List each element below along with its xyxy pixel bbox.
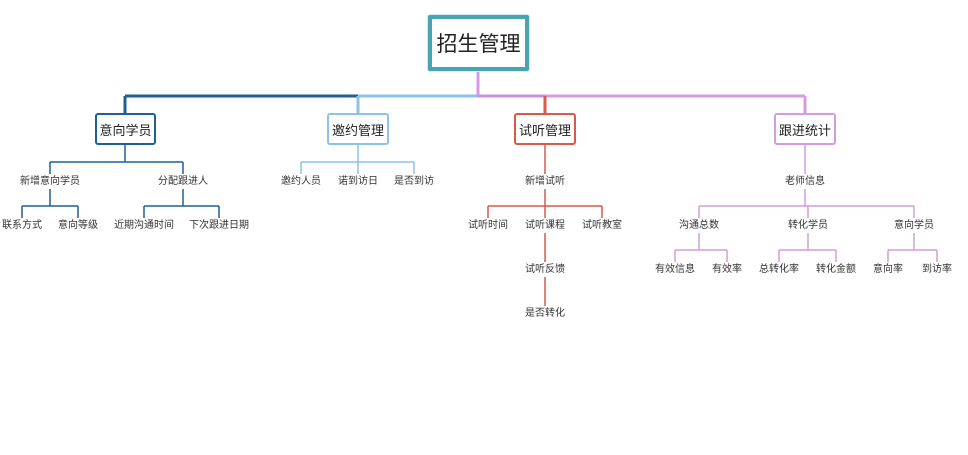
node-trial-classroom: 试听教室 [582, 220, 622, 231]
node-assign-follower: 分配跟进人 [158, 176, 208, 187]
node-total-communications: 沟通总数 [679, 220, 719, 231]
node-visited: 是否到访 [394, 176, 434, 187]
node-recent-contact-time: 近期沟通时间 [114, 220, 174, 231]
branch-trial-management: 试听管理 [514, 113, 576, 145]
node-trial-course: 试听课程 [525, 220, 565, 231]
node-next-followup-date: 下次跟进日期 [189, 220, 249, 231]
node-trial-feedback: 试听反馈 [525, 264, 565, 275]
node-visit-rate: 到访率 [922, 264, 952, 275]
node-intent-students-stat: 意向学员 [894, 220, 934, 231]
node-intent-level: 意向等级 [58, 220, 98, 231]
node-valid-rate: 有效率 [712, 264, 742, 275]
node-new-intent-student: 新增意向学员 [20, 176, 80, 187]
branch-invitation-management: 邀约管理 [327, 113, 389, 145]
node-converted: 是否转化 [525, 308, 565, 319]
node-converted-students: 转化学员 [788, 220, 828, 231]
node-promised-visit-date: 诺到访日 [338, 176, 378, 187]
branch-intent-students: 意向学员 [95, 113, 156, 145]
node-new-trial: 新增试听 [525, 176, 565, 187]
node-trial-time: 试听时间 [468, 220, 508, 231]
branch-followup-stats: 跟进统计 [774, 113, 836, 145]
node-intent-rate: 意向率 [873, 264, 903, 275]
node-valid-info: 有效信息 [655, 264, 695, 275]
node-teacher-info: 老师信息 [785, 176, 825, 187]
root-node-title: 招生管理 [428, 15, 529, 71]
node-conversion-amount: 转化金额 [816, 264, 856, 275]
node-invited-person: 邀约人员 [281, 176, 321, 187]
node-contact-method: 联系方式 [2, 220, 42, 231]
node-total-conversion-rate: 总转化率 [759, 264, 799, 275]
